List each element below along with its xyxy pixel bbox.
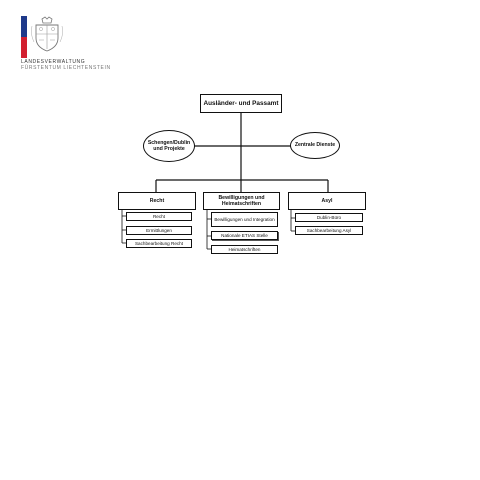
crest-icon bbox=[31, 16, 63, 52]
logo bbox=[21, 16, 85, 72]
unit-box-ermittlungen: Ermittlungen bbox=[126, 226, 192, 235]
department-box-recht: Recht bbox=[118, 192, 196, 210]
unit-box-recht: Recht bbox=[126, 212, 192, 221]
flag-icon bbox=[21, 16, 27, 58]
staff-ellipse-schengen-dublin: Schengen/Dublin und Projekte bbox=[143, 130, 195, 162]
unit-box-heimatschriften: Heimatschriften bbox=[211, 245, 278, 254]
org-line-2: FÜRSTENTUM LIECHTENSTEIN bbox=[21, 65, 111, 71]
unit-box-sachbearbeitung-recht: Sachbearbeitung Recht bbox=[126, 239, 192, 248]
unit-box-nationale-etias-stelle: Nationale ETIAS Stelle bbox=[211, 231, 278, 240]
staff-ellipse-zentrale-dienste: Zentrale Dienste bbox=[290, 132, 340, 159]
department-box-asyl: Asyl bbox=[288, 192, 366, 210]
org-line-1: LANDESVERWALTUNG bbox=[21, 59, 86, 65]
unit-box-sachbearbeitung-asyl: Sachbearbeitung Asyl bbox=[295, 226, 363, 235]
department-box-bewilligungen: Bewilligungen und Heimatschriften bbox=[203, 192, 280, 210]
organisation-name: LANDESVERWALTUNG FÜRSTENTUM LIECHTENSTEI… bbox=[21, 59, 111, 71]
unit-box-dublin-buero: Dublin-Büro bbox=[295, 213, 363, 222]
unit-box-bewilligungen-integration: Bewilligungen und Integration bbox=[211, 212, 278, 227]
root-box-auslaender-passamt: Ausländer- und Passamt bbox=[200, 94, 282, 113]
